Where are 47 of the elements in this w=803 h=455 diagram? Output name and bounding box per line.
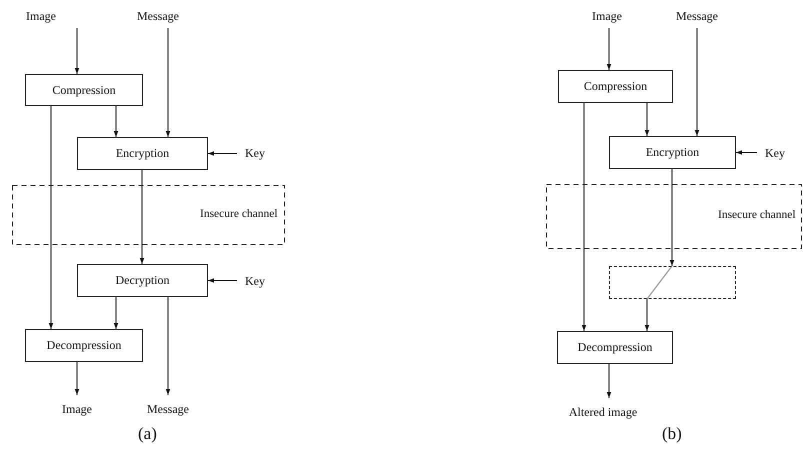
channel-label: Insecure channel [718,209,796,221]
box-label: Decompression [578,340,652,355]
arrow [74,28,80,74]
box-label: Encryption [116,146,170,161]
arrow [606,28,612,70]
arrow [670,168,674,266]
node-label: Image [592,8,622,24]
panel-label: (a) [138,424,157,444]
process-box [25,74,143,106]
arrow [736,150,758,155]
process-box [77,264,208,297]
box-label: Compression [52,82,116,98]
process-box [557,331,673,364]
box-label: Compression [584,79,648,94]
arrow [114,296,118,330]
arrow [74,362,80,396]
arrow [166,296,170,396]
box-label: Decryption [116,273,170,288]
arrow [694,28,700,136]
arrow [644,298,650,332]
node-label: Key [245,146,265,160]
arrow [208,151,238,156]
node-label: Message [676,8,718,24]
process-box [558,70,673,103]
channel-label: Insecure channel [200,208,278,220]
process-box [609,136,736,169]
node-label: Image [26,8,56,24]
process-box [77,137,208,170]
arrow [606,364,612,398]
box-label: Decompression [46,338,122,353]
arrow [644,102,650,136]
box-label: Encryption [646,145,700,160]
arrow [48,106,54,330]
node-label: Key [245,274,265,288]
dashed-box [609,266,736,299]
arrow [582,102,586,332]
arrow [208,278,238,283]
node-label: Message [137,8,179,24]
arrow [140,170,144,264]
node-label: Key [765,146,785,160]
node-label: Image [62,402,92,416]
panel-label: (b) [662,424,682,444]
process-box [25,329,143,362]
node-label: Altered image [568,404,638,420]
arrow [114,106,118,138]
node-label: Message [147,402,189,416]
arrow [166,28,170,138]
